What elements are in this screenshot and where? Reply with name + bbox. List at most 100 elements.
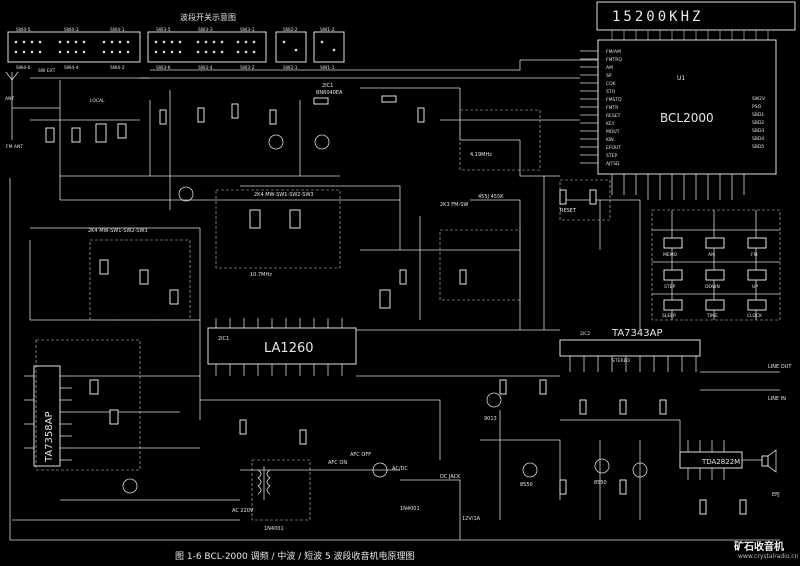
watermark-logo-text: 矿石收音机 (734, 542, 784, 553)
key-label: DOWN (705, 284, 720, 290)
sw-label: SW2-1 (283, 65, 298, 71)
pin-label: AJTSD (606, 161, 620, 167)
ic-part: LA1260 (264, 341, 314, 356)
pin-label: STEP (606, 153, 617, 159)
fm-switch-label: 2K3 FM-SW (440, 202, 468, 208)
sw-label: SW1-1 (320, 65, 335, 71)
pin-label: STO (606, 89, 616, 95)
antenna-section: ANT SW EXT LOCAL FM ANT (5, 68, 150, 200)
ic-ta7358ap: TA7358AP (24, 365, 72, 467)
figure-caption: 图 1-6 BCL-2000 调频 / 中波 / 短波 5 波段收音机电原理图 (175, 552, 415, 562)
sw-label: SW4-3 (64, 27, 79, 33)
sw-label: SW3-5 (156, 27, 171, 33)
transistor-label-2: 8550 (520, 482, 533, 488)
ic-pins (215, 318, 343, 376)
local-label: LOCAL (90, 98, 105, 104)
line-out-label: LINE OUT (768, 364, 792, 370)
band-switch-label-2: 2K4 MW-SW1-SW2-SW3 (254, 192, 314, 198)
pin-label: SP (606, 73, 612, 79)
afc-off-label: AFC OFF (350, 452, 371, 458)
pin-label: SBD5 (752, 144, 764, 150)
mcu-left-pins: FM/AM FMTRQ AM SP COK STO FMSTD FMTR RES… (606, 49, 622, 167)
key-button: STEP (663, 269, 683, 290)
ic-pins (687, 440, 725, 480)
wiring (9, 59, 780, 541)
sw-label: SW4-2 (110, 65, 125, 71)
reset-label: RESET (560, 208, 577, 214)
pin-label: KEY (606, 121, 615, 127)
key-button: AM (705, 237, 725, 258)
ic-pins (569, 356, 697, 372)
cf-label: 10.7MHz (250, 272, 272, 278)
lcd-display: 15200KHZ (596, 1, 796, 40)
pin-label: FMTRQ (606, 57, 622, 63)
pin-label: SBD1 (752, 112, 764, 118)
transistor-label-3: 8550 (594, 480, 607, 486)
ic-la1260: 2IC1 LA1260 (207, 318, 357, 376)
key-label: AM (708, 252, 715, 258)
xtal-label: 4.19MHz (470, 152, 492, 158)
pin-label: COK (606, 81, 617, 87)
switch-legend-title: 波段开关示意图 (180, 12, 236, 22)
pin-label: FMTR (606, 105, 618, 111)
pin-label: SBD4 (752, 136, 764, 142)
ic-pins (24, 375, 72, 461)
pin-label: SBD2 (752, 120, 764, 126)
pin-label: SBD3 (752, 128, 764, 134)
mcu-ref: U1 (677, 75, 685, 82)
sw-label: SW1-2 (320, 27, 335, 33)
diode-label: 1N4001 (264, 526, 284, 532)
frequency-readout: 15200KHZ (612, 9, 703, 25)
key-button: SLEEP (662, 299, 683, 319)
acdc-label: AC/DC (392, 466, 408, 472)
mcu-pin-stubs (580, 50, 745, 200)
band-switch-label: 2K4 MW-SW1-SW2-SW3 (88, 228, 148, 234)
key-button: UP (747, 269, 767, 290)
watermark-url: www.crystalradio.cn (738, 553, 799, 560)
dc-jack-label: DC JACK (440, 474, 461, 480)
icq-label: 2IC1 (322, 83, 333, 89)
sw-label: SW3-2 (240, 65, 255, 71)
key-button: TIME (705, 299, 725, 319)
power-transformer (257, 466, 271, 500)
section-labels: 2K4 MW-SW1-SW2-SW3 2K4 MW-SW1-SW2-SW3 2K… (88, 83, 792, 532)
pin-label: AM (606, 65, 613, 71)
sw-label: SW3-3 (198, 27, 213, 33)
sw-label: SW4-4 (64, 65, 79, 71)
band-switch-legend: 波段开关示意图 SW4-5 SW4-3 SW4-1 SW3-5 SW3-3 SW… (7, 12, 345, 71)
ic-ref: 2IC1 (218, 336, 229, 342)
ic-part: TDA2822M (701, 458, 740, 466)
key-label: UP (752, 284, 758, 290)
key-matrix: MEMO AM FM STEP DOWN UP SLEEP TIME CLOCK (651, 209, 781, 321)
key-button: DOWN (705, 269, 725, 290)
key-button: CLOCK (747, 299, 767, 319)
sw-ext-label: SW EXT (38, 68, 56, 74)
key-label: SLEEP (662, 313, 676, 319)
pin-label: EFOUT (606, 145, 621, 151)
speaker-icon (761, 449, 777, 473)
filter-label: 455J 455K (478, 194, 504, 200)
pin-label: FMSTD (606, 97, 622, 103)
key-label: STEP (664, 284, 675, 290)
line-in-label: LINE IN (768, 396, 786, 402)
pin-label: FM/AM (606, 49, 621, 55)
pin-label: RESET (606, 113, 621, 119)
fm-ant-label: FM ANT (6, 144, 23, 150)
sw-label: SW3-1 (240, 27, 255, 33)
earphone-label: EPJ (772, 492, 780, 498)
transistor-label: 9013 (484, 416, 497, 422)
antenna-icon (5, 71, 19, 88)
ac-label: AC 220V (232, 508, 254, 514)
key-button: FM (747, 237, 767, 258)
ic-ref: 2IC2 (580, 331, 590, 337)
diode-label-2: 1N4001 (400, 506, 420, 512)
sw-label: SW4-5 (16, 27, 31, 33)
ic-part: TA7343AP (611, 328, 663, 339)
pin-label: PSO (752, 104, 762, 110)
pin-label: KIN (606, 137, 614, 143)
passive-components (89, 95, 747, 515)
pin-label: MOUT (606, 129, 620, 135)
sw-label: SW2-2 (283, 27, 298, 33)
key-label: FM (751, 252, 758, 258)
